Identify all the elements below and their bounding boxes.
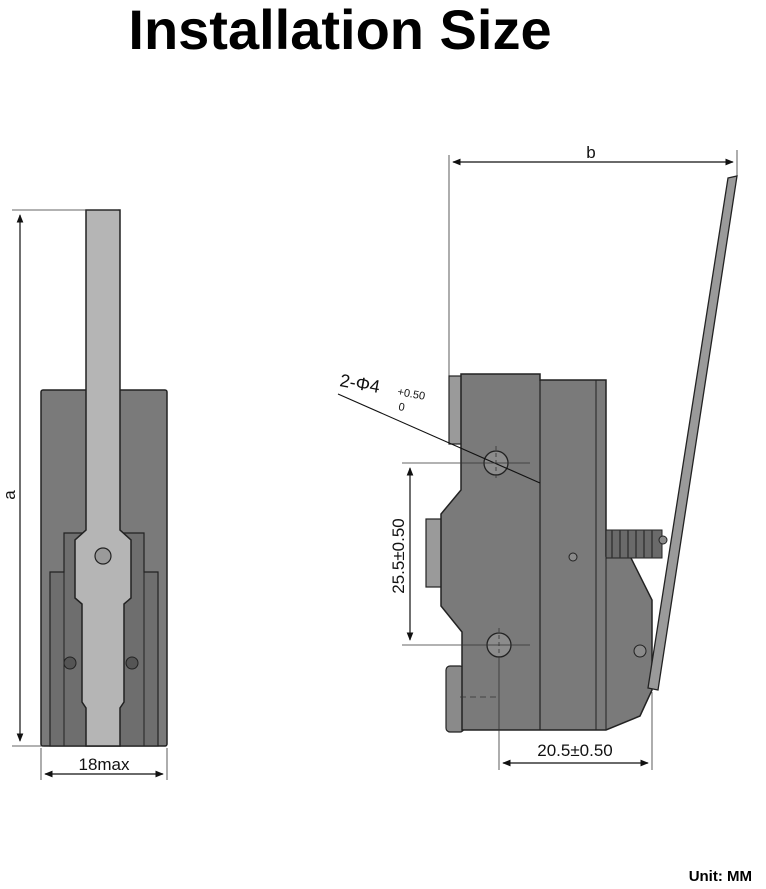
side-spring [605, 529, 663, 559]
hole-tolerance-upper: +0.50 [396, 386, 426, 403]
front-notch-right [125, 656, 139, 670]
hole-label: 2-Φ4 [338, 370, 381, 397]
front-lever-hole [94, 547, 112, 565]
side-view [337, 150, 738, 770]
side-lever-arm [647, 175, 738, 691]
front-view [12, 209, 168, 780]
page-title: Installation Size [128, 0, 552, 61]
dimension-a-label: a [0, 490, 19, 500]
dimension-hole-spacing-label: 25.5±0.50 [389, 518, 408, 594]
hole-tolerance-lower: 0 [397, 401, 405, 414]
dimension-b-label: b [586, 143, 595, 162]
hole-leader-line [337, 393, 541, 484]
front-notch-left [63, 656, 77, 670]
unit-note: Unit: MM [688, 868, 752, 885]
small-pin-1 [568, 552, 578, 562]
front-lever [74, 209, 132, 747]
small-pin-3 [658, 535, 668, 545]
small-pin-2 [633, 644, 647, 658]
dimension-18max-label: 18max [78, 755, 130, 774]
dimension-mount-offset-label: 20.5±0.50 [537, 741, 613, 760]
